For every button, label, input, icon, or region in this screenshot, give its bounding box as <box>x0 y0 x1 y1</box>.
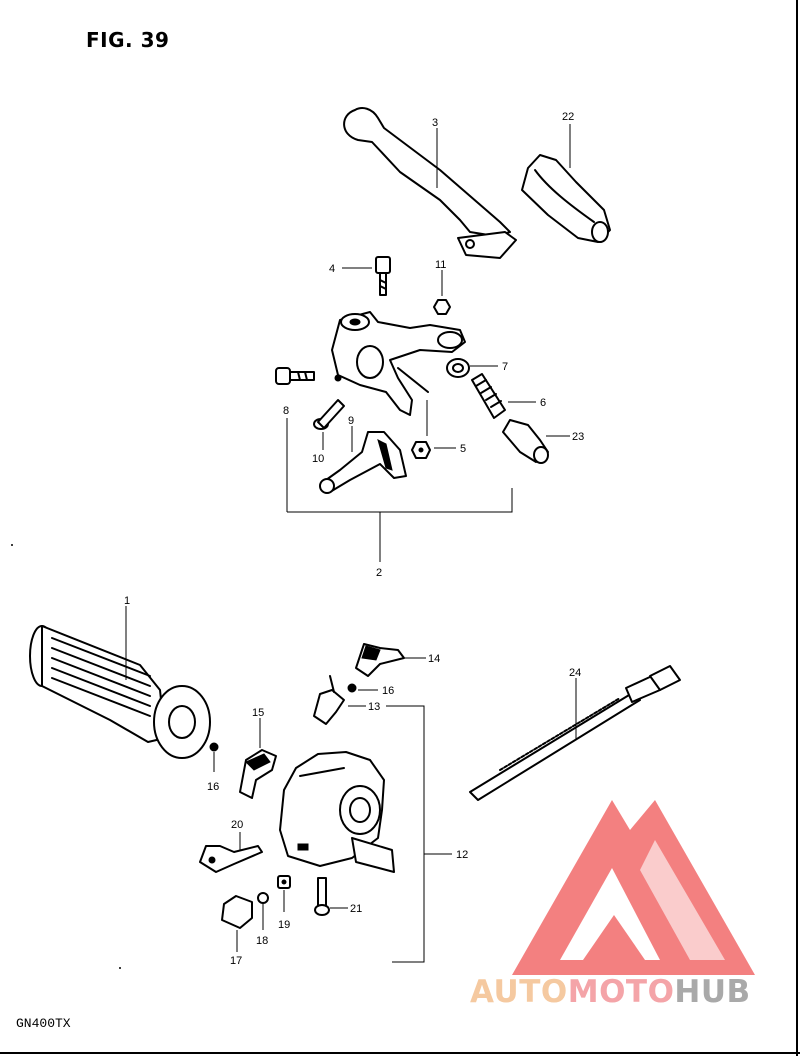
part-16-screw-lower[interactable] <box>209 742 219 752</box>
label-15: 15 <box>252 707 264 719</box>
label-16b: 16 <box>382 685 394 697</box>
part-24-cable-tie[interactable] <box>469 665 681 801</box>
label-24: 24 <box>569 667 581 679</box>
part-1-grip[interactable] <box>29 625 211 759</box>
label-16a: 16 <box>207 781 219 793</box>
label-1: 1 <box>124 595 130 607</box>
part-20-clip[interactable] <box>199 845 263 873</box>
group-2-bracket <box>287 488 513 513</box>
part-9-lever-blade[interactable] <box>319 431 407 494</box>
part-22-cover[interactable] <box>521 154 611 243</box>
watermark-text: AUTOMOTOHUB <box>470 974 751 1010</box>
label-23: 23 <box>572 431 584 443</box>
label-13: 13 <box>368 701 380 713</box>
label-11: 11 <box>435 259 446 271</box>
label-18: 18 <box>256 935 268 947</box>
label-2: 2 <box>376 567 382 579</box>
label-14: 14 <box>428 653 440 665</box>
part-4-bolt[interactable] <box>375 256 391 296</box>
watermark-moto: MOTO <box>567 974 675 1010</box>
frame-right-border <box>796 0 798 1056</box>
part-21-bolt[interactable] <box>314 877 330 916</box>
label-20: 20 <box>231 819 243 831</box>
speck <box>11 544 13 546</box>
part-17-block[interactable] <box>221 895 253 929</box>
model-code: GN400TX <box>16 1016 71 1031</box>
watermark-auto: AUTO <box>470 974 568 1010</box>
part-15-knob[interactable] <box>239 749 277 799</box>
part-12-switch-housing[interactable] <box>279 751 395 873</box>
label-21: 21 <box>350 903 362 915</box>
part-13-switch[interactable] <box>313 675 345 725</box>
part-3-lever[interactable] <box>343 107 517 259</box>
part-10-pivot-bolt[interactable] <box>313 399 345 430</box>
part-6-adjuster[interactable] <box>471 373 506 419</box>
part-19-screw[interactable] <box>277 875 291 889</box>
part-14-knob[interactable] <box>355 643 405 677</box>
label-5: 5 <box>460 443 466 455</box>
frame-bottom-border <box>0 1052 800 1054</box>
label-4: 4 <box>329 263 335 275</box>
part-11-nut[interactable] <box>433 299 451 315</box>
label-12: 12 <box>456 849 468 861</box>
group-12-bracket <box>386 705 425 963</box>
label-19: 19 <box>278 919 290 931</box>
label-7: 7 <box>502 361 508 373</box>
label-22: 22 <box>562 111 574 123</box>
label-3: 3 <box>432 117 438 129</box>
part-23-boot[interactable] <box>502 419 549 464</box>
label-9: 9 <box>348 415 354 427</box>
part-16-screw-upper[interactable] <box>347 683 357 693</box>
speck <box>119 967 121 969</box>
label-6: 6 <box>540 397 546 409</box>
label-17: 17 <box>230 955 242 967</box>
part-18-screw[interactable] <box>257 892 269 904</box>
label-8: 8 <box>283 405 289 417</box>
watermark-logo <box>512 800 755 975</box>
part-7-washer[interactable] <box>446 358 470 378</box>
watermark-hub: HUB <box>674 974 751 1010</box>
lever-holder[interactable] <box>331 311 466 416</box>
figure-title: FIG. 39 <box>86 28 170 52</box>
label-10: 10 <box>312 453 324 465</box>
part-8-bolt[interactable] <box>275 367 315 385</box>
part-5-nut[interactable] <box>411 441 431 459</box>
